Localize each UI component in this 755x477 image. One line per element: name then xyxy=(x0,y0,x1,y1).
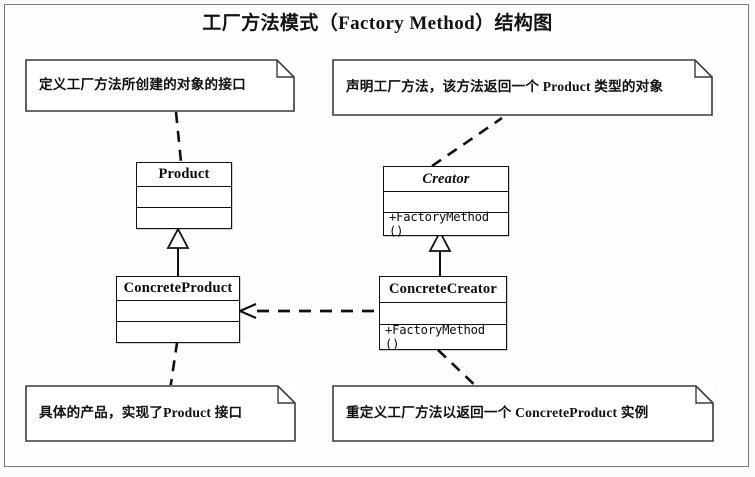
class-operations-concrete-product xyxy=(117,322,239,342)
note-concrete-creator: 重定义工厂方法以返回一个 ConcreteProduct 实例 xyxy=(332,385,714,442)
note-creator: 声明工厂方法，该方法返回一个 Product 类型的对象 xyxy=(332,59,713,116)
class-attributes-creator xyxy=(384,192,508,213)
note-concrete-product: 具体的产品，实现了Product 接口 xyxy=(25,385,296,442)
note-shape xyxy=(332,59,713,116)
note-product: 定义工厂方法所创建的对象的接口 xyxy=(25,59,295,112)
class-attributes-concrete-product xyxy=(117,301,239,322)
class-attributes-product xyxy=(137,187,231,208)
class-operations-concrete-creator: +FactoryMethod () xyxy=(385,323,485,351)
class-name-concrete-product: ConcreteProduct xyxy=(117,277,239,301)
class-operations-creator: +FactoryMethod () xyxy=(389,210,489,238)
class-box-concrete-product[interactable]: ConcreteProduct xyxy=(116,276,240,343)
note-shape xyxy=(332,385,714,442)
note-product-text: 定义工厂方法所创建的对象的接口 xyxy=(39,77,246,93)
class-box-product[interactable]: Product xyxy=(136,162,232,229)
note-creator-text: 声明工厂方法，该方法返回一个 Product 类型的对象 xyxy=(346,79,664,95)
note-concrete-creator-text: 重定义工厂方法以返回一个 ConcreteProduct 实例 xyxy=(346,405,649,421)
class-box-concrete-creator[interactable]: ConcreteCreator +FactoryMethod () xyxy=(379,276,507,351)
class-name-product: Product xyxy=(137,163,231,187)
note-shape xyxy=(25,385,296,442)
class-attributes-concrete-creator xyxy=(380,303,506,325)
note-concrete-product-text: 具体的产品，实现了Product 接口 xyxy=(39,405,243,421)
class-operations-product xyxy=(137,208,231,228)
page-title: 工厂方法模式（Factory Method）结构图 xyxy=(202,13,553,34)
class-name-concrete-creator: ConcreteCreator xyxy=(380,277,506,303)
class-name-creator: Creator xyxy=(384,167,508,192)
class-box-creator[interactable]: Creator +FactoryMethod () xyxy=(383,166,509,238)
note-shape xyxy=(25,59,295,112)
